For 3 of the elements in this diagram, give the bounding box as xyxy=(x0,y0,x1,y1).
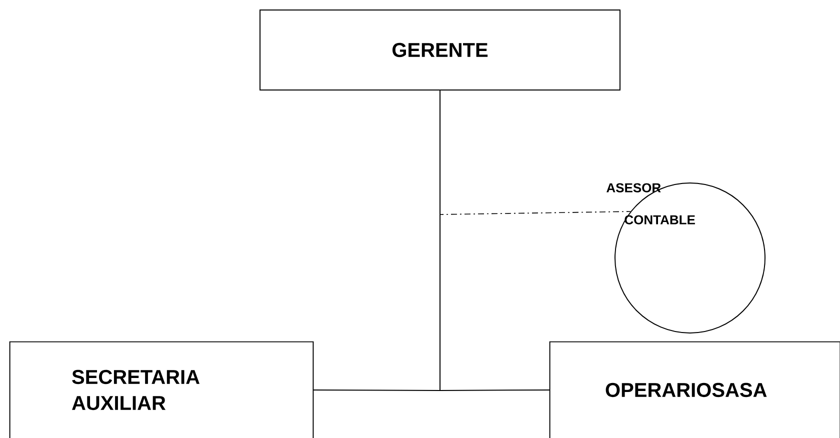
org-box: SECRETARIA AUXILIAR xyxy=(9,341,314,438)
org-box: OPERARIOSASA xyxy=(549,341,840,438)
org-box: GERENTE xyxy=(260,10,620,90)
